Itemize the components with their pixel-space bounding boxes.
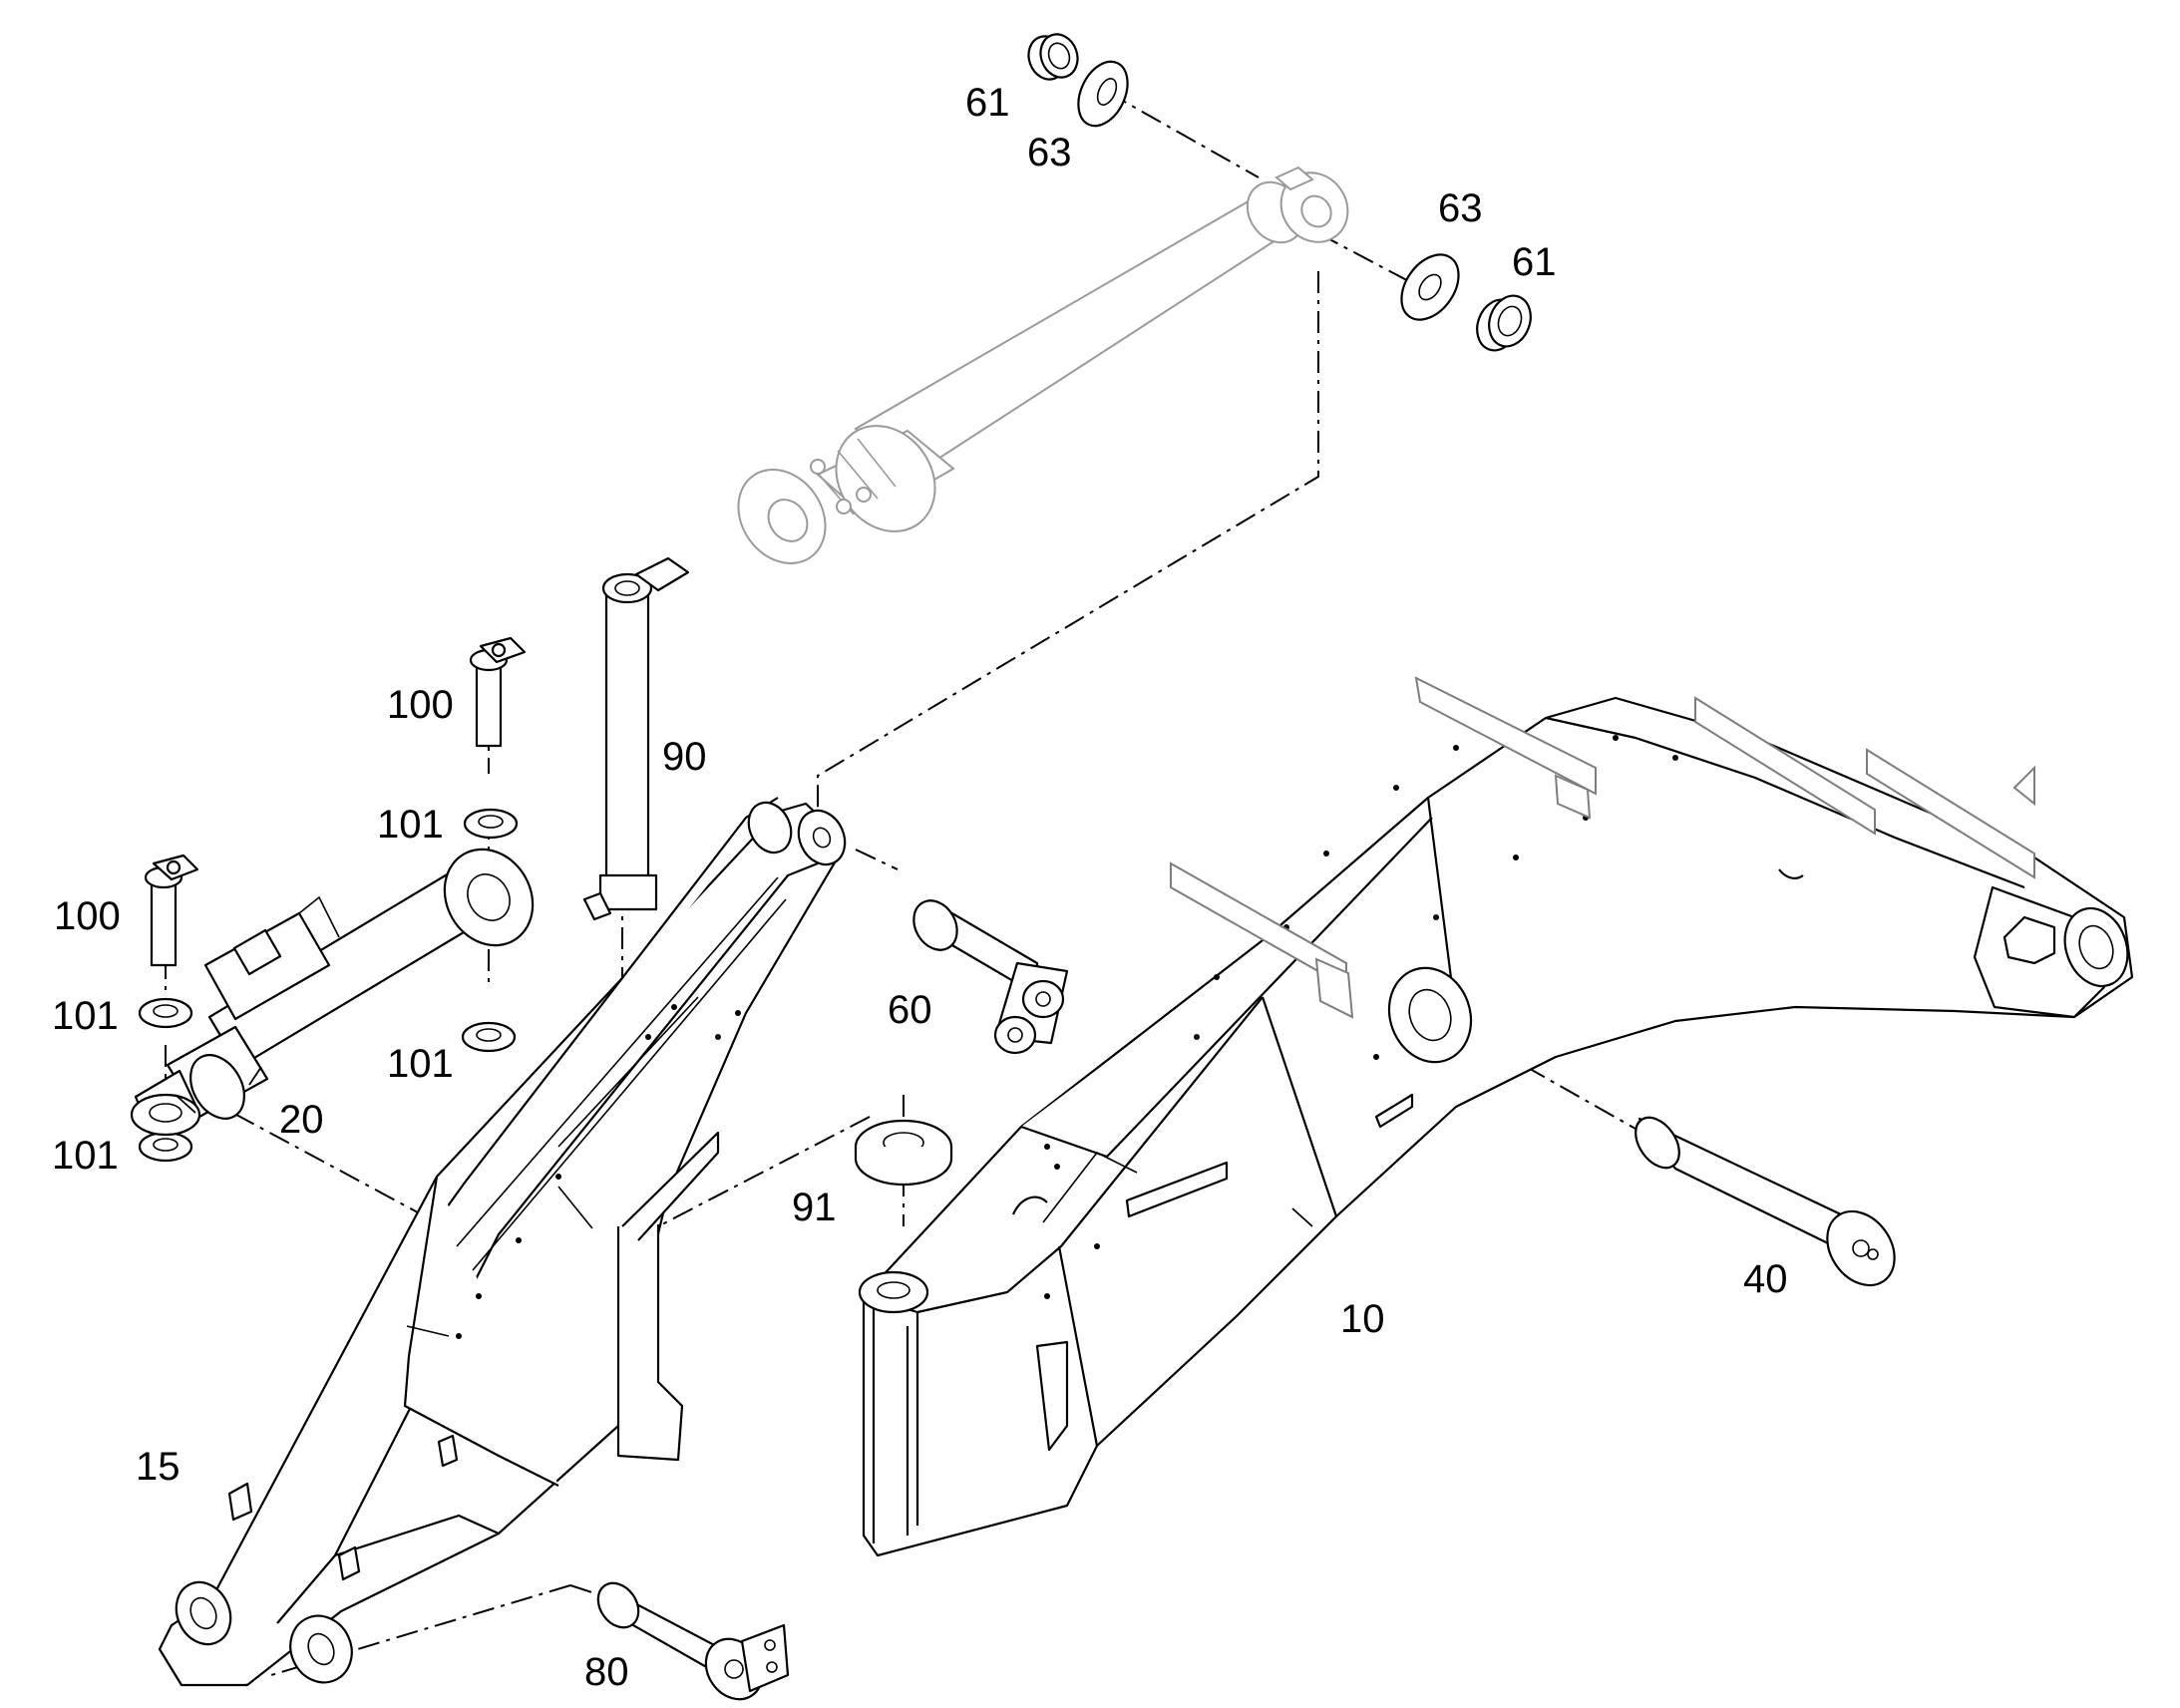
callout-91: 91 — [792, 1186, 837, 1229]
callout-101-c: 101 — [52, 994, 119, 1038]
callout-101-a: 101 — [377, 803, 444, 847]
callout-63-right: 63 — [1438, 186, 1483, 230]
pin-100-lower — [144, 854, 199, 967]
washer-63-right — [1400, 253, 1460, 321]
arm-15 — [158, 797, 847, 1687]
pin-60 — [912, 899, 1069, 1055]
callout-20: 20 — [279, 1098, 324, 1142]
callout-63-upper: 63 — [1027, 131, 1072, 174]
leader-lines — [175, 1066, 1313, 1227]
washer-63-upper — [1077, 60, 1129, 128]
callout-101-b: 101 — [387, 1042, 454, 1086]
callout-15: 15 — [136, 1445, 181, 1489]
boom-10 — [858, 696, 2134, 1557]
boom-cylinder — [737, 166, 1349, 564]
pin-100-upper — [469, 636, 527, 748]
callout-80: 80 — [584, 1650, 629, 1694]
washer-101-d — [138, 1131, 193, 1163]
washer-101-c — [138, 997, 193, 1029]
callout-61-upper: 61 — [965, 81, 1010, 125]
washer-101-a — [463, 808, 519, 840]
callout-40: 40 — [1743, 1257, 1788, 1301]
callout-90: 90 — [662, 735, 707, 779]
callout-100-lower: 100 — [54, 894, 121, 938]
pin-90 — [582, 556, 690, 921]
washer-91 — [854, 1119, 953, 1187]
callout-60: 60 — [888, 988, 932, 1032]
callout-61-right: 61 — [1512, 240, 1557, 284]
callout-labels: 61 63 63 61 100 90 101 100 60 101 101 20… — [52, 81, 1788, 1694]
callout-10: 10 — [1340, 1297, 1385, 1341]
ring-61-right — [1476, 294, 1532, 352]
ring-61-upper — [1027, 33, 1079, 81]
callout-101-d: 101 — [52, 1134, 119, 1178]
cylinder-20 — [130, 848, 535, 1137]
pin-80 — [596, 1581, 790, 1701]
hose-rails — [1170, 676, 2035, 1019]
callout-100-upper: 100 — [387, 683, 454, 727]
washer-101-b — [461, 1021, 517, 1053]
pin-40 — [1635, 1116, 1896, 1287]
